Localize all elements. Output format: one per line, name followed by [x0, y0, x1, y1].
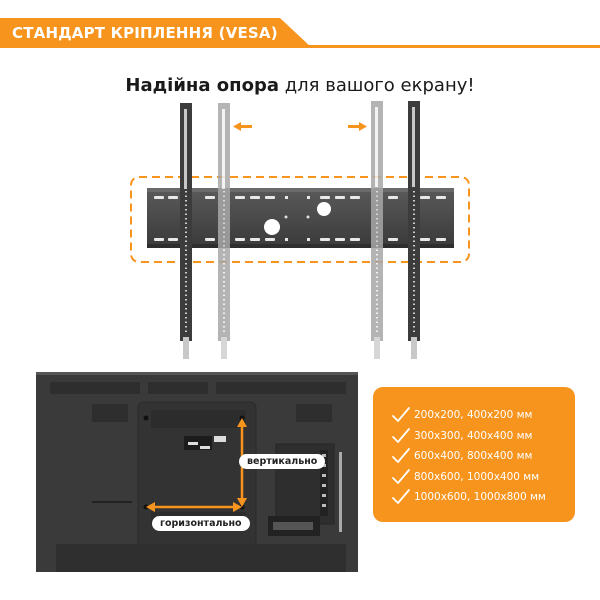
horizontal-label: горизонтально — [152, 516, 250, 531]
rail-right-light — [371, 101, 383, 359]
rail-right-dark — [408, 101, 420, 359]
spec-item: 600x400, 800x400 мм — [391, 446, 546, 467]
spec-item-text: 300x300, 400x400 мм — [414, 429, 533, 442]
spec-item-text: 800x600, 1000x400 мм — [414, 470, 540, 483]
tv-back-illustration: вертикально горизонтально — [36, 372, 358, 572]
spec-item-text: 600x400, 800x400 мм — [414, 450, 533, 463]
header-banner — [0, 18, 312, 48]
checkmark-icon — [392, 468, 410, 484]
tagline: Надійна опора для вашого екрану! — [0, 75, 600, 96]
rail-left-dark — [180, 103, 192, 359]
spec-item-text: 1000x600, 1000x800 мм — [414, 491, 546, 504]
horizontal-measure-arrow — [146, 502, 242, 512]
spec-item: 200x200, 400x200 мм — [391, 405, 546, 426]
vesa-spec-list: 200x200, 400x200 мм 300x300, 400x400 мм … — [391, 405, 546, 508]
tagline-bold: Надійна опора — [125, 75, 279, 96]
wall-plate — [147, 188, 454, 248]
spec-item-text: 200x200, 400x200 мм — [414, 409, 533, 422]
vesa-spec-box: 200x200, 400x200 мм 300x300, 400x400 мм … — [373, 387, 575, 522]
checkmark-icon — [392, 448, 410, 464]
spec-item: 800x600, 1000x400 мм — [391, 467, 546, 488]
spec-item: 1000x600, 1000x800 мм — [391, 487, 546, 508]
tagline-regular: для вашого екрану! — [279, 75, 475, 96]
rail-left-light — [218, 103, 230, 359]
wall-mount-illustration — [130, 101, 470, 359]
checkmark-icon — [392, 427, 410, 443]
tv-back-graphic — [36, 372, 358, 572]
spec-item: 300x300, 400x400 мм — [391, 426, 546, 447]
vertical-label: вертикально — [239, 454, 326, 469]
checkmark-icon — [392, 407, 410, 423]
arrow-left-icon — [233, 122, 252, 131]
checkmark-icon — [392, 489, 410, 505]
arrow-right-icon — [348, 122, 367, 131]
header-title: СТАНДАРТ КРІПЛЕННЯ (VESA) — [12, 24, 278, 42]
highlight-dashed-frame — [130, 176, 470, 263]
